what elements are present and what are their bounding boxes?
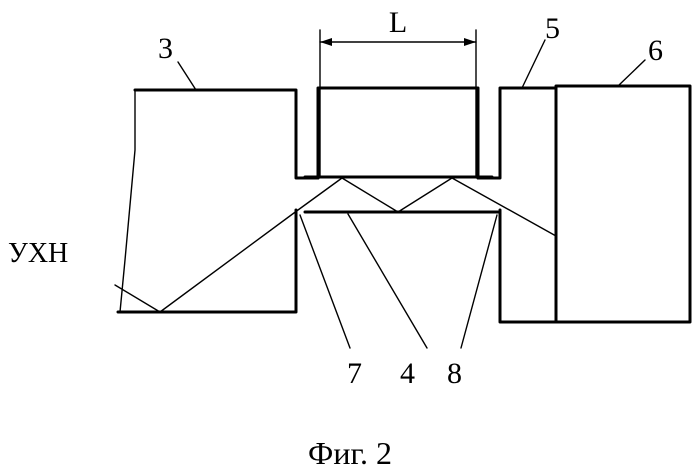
left-block-bottom-edge [118, 210, 296, 312]
leader-4 [348, 214, 427, 348]
light-ray-path [115, 178, 556, 312]
dimension-l: L [320, 6, 476, 176]
label-5: 5 [545, 12, 560, 45]
right-block [478, 88, 556, 322]
leader-6 [618, 60, 645, 86]
part-labels: 3 5 6 УХН 7 4 8 [8, 12, 663, 390]
leader-3 [178, 62, 196, 90]
label-6: 6 [648, 34, 663, 67]
upper-block-outline [318, 88, 478, 178]
leader-8 [461, 215, 497, 348]
upper-central-block [305, 88, 492, 178]
right-block-top-edge [478, 88, 556, 178]
figure-caption: Фиг. 2 [308, 435, 392, 471]
label-ray: УХН [8, 238, 68, 269]
dimension-arrow-right [464, 38, 476, 46]
left-block-broken-edge [120, 90, 135, 312]
far-right-block [556, 86, 690, 322]
label-8: 8 [447, 357, 462, 390]
dimension-label: L [389, 6, 407, 39]
label-7: 7 [347, 357, 362, 390]
right-block-bottom-edge [500, 210, 556, 322]
left-block [118, 90, 318, 312]
leader-7 [300, 215, 350, 348]
dimension-arrow-left [320, 38, 332, 46]
left-block-top-edge [135, 90, 318, 178]
label-4: 4 [400, 357, 415, 390]
leader-5 [522, 40, 545, 88]
label-3: 3 [158, 32, 173, 65]
